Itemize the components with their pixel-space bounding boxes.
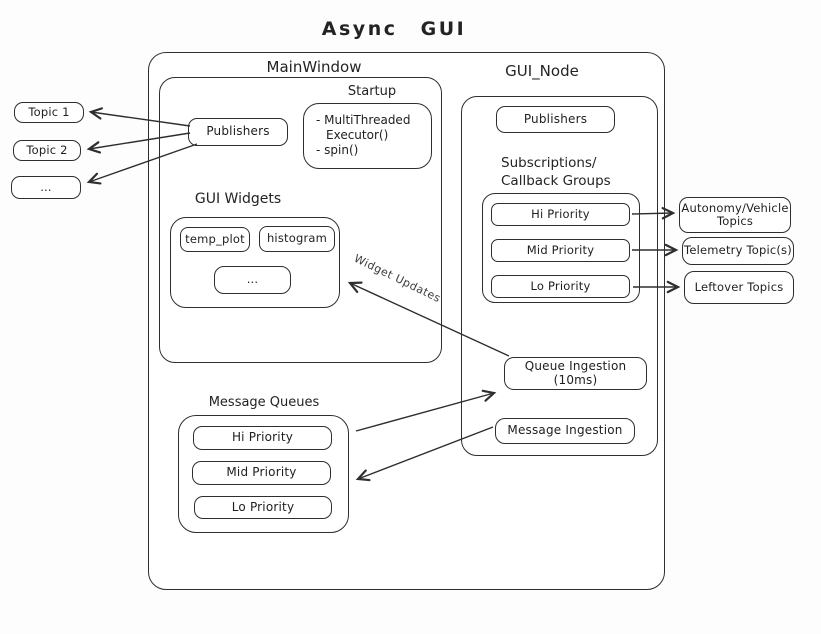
gui-widgets-label: GUI Widgets: [194, 191, 282, 207]
topic-1-node: Topic 1: [14, 102, 84, 123]
sub-lo-priority-label: Lo Priority: [530, 278, 591, 293]
widget-ellipsis-node: ...: [214, 266, 291, 294]
telemetry-topics-label: Telemetry Topic(s): [684, 243, 792, 258]
sub-mid-priority-label: Mid Priority: [526, 242, 595, 257]
topic-ellipsis-label: ...: [40, 179, 52, 194]
mq-mid-priority-label: Mid Priority: [226, 465, 297, 480]
topic-2-node: Topic 2: [13, 140, 81, 161]
subscriptions-label: Subscriptions/ Callback Groups: [501, 154, 611, 190]
startup-line-3: - spin(): [316, 143, 359, 157]
autonomy-vehicle-topics-label: Autonomy/Vehicle Topics: [681, 200, 789, 228]
startup-label: Startup: [347, 84, 397, 99]
startup-line-2: Executor(): [326, 128, 389, 142]
topic-ellipsis-node: ...: [11, 176, 81, 199]
startup-line-1: - MultiThreaded: [316, 113, 411, 127]
topic-1-label: Topic 1: [28, 104, 70, 119]
widget-histogram-node: histogram: [259, 226, 335, 252]
leftover-topics-node: Leftover Topics: [684, 271, 794, 304]
message-ingestion-label: Message Ingestion: [507, 423, 623, 438]
mq-hi-priority-node: Hi Priority: [193, 426, 332, 450]
mq-lo-priority-label: Lo Priority: [231, 499, 295, 514]
message-queues-label: Message Queues: [208, 395, 320, 410]
diagram-title: Async GUI: [321, 18, 467, 40]
widget-ellipsis-label: ...: [246, 272, 259, 287]
gui-node-publishers-label: Publishers: [523, 111, 588, 126]
gui-node-publishers-node: Publishers: [496, 106, 615, 133]
sub-hi-priority-label: Hi Priority: [531, 206, 590, 221]
subscriptions-label-line2: Callback Groups: [501, 173, 611, 189]
widget-temp-plot-node: temp_plot: [180, 227, 250, 252]
widget-histogram-label: histogram: [266, 231, 328, 246]
topic-2-label: Topic 2: [26, 142, 68, 157]
mq-lo-priority-node: Lo Priority: [194, 496, 332, 519]
widget-temp-plot-label: temp_plot: [185, 231, 245, 246]
gui-node-label: GUI_Node: [505, 62, 579, 80]
startup-node: - MultiThreaded Executor() - spin(): [303, 103, 432, 169]
autonomy-vehicle-topics-node: Autonomy/Vehicle Topics: [679, 197, 791, 233]
mq-hi-priority-label: Hi Priority: [231, 430, 294, 445]
sub-lo-priority-node: Lo Priority: [491, 275, 630, 298]
mq-mid-priority-node: Mid Priority: [192, 461, 331, 485]
leftover-topics-label: Leftover Topics: [694, 279, 784, 294]
mainwindow-publishers-label: Publishers: [206, 124, 270, 139]
message-ingestion-node: Message Ingestion: [495, 418, 635, 444]
subscriptions-label-line1: Subscriptions/: [501, 155, 597, 171]
mainwindow-label: MainWindow: [266, 58, 362, 76]
queue-ingestion-node: Queue Ingestion (10ms): [504, 357, 647, 390]
sub-mid-priority-node: Mid Priority: [491, 239, 630, 262]
queue-ingestion-label: Queue Ingestion (10ms): [524, 358, 627, 387]
mainwindow-publishers-node: Publishers: [188, 118, 288, 146]
telemetry-topics-node: Telemetry Topic(s): [682, 237, 794, 265]
sub-hi-priority-node: Hi Priority: [491, 203, 630, 226]
